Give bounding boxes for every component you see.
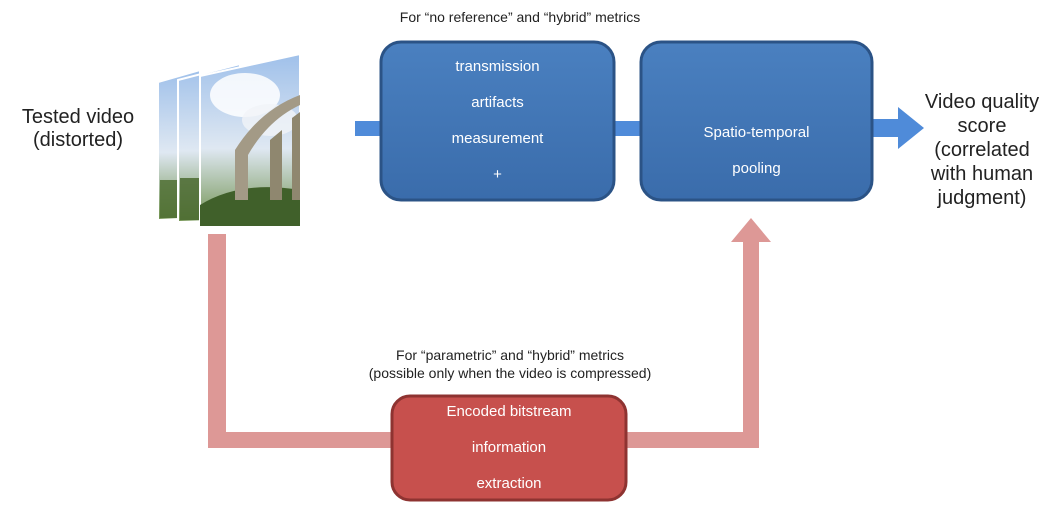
pooling-line-2: pooling (732, 160, 781, 177)
bitstream-note-line-1: For “parametric” and “hybrid” metrics (396, 347, 624, 363)
artifacts-measurement-box (379, 40, 616, 202)
bitstream-extraction-text: Encoded bitstream information extraction (394, 398, 624, 498)
arrow-input-to-process (355, 121, 384, 136)
output-line-2: score (957, 115, 1007, 137)
process-line-4: measurement (451, 130, 544, 147)
artifacts-measurement-text: Encoding and transmission artifacts meas… (383, 22, 612, 219)
bitstream-line-1: Encoded bitstream (446, 403, 572, 420)
process-line-6: Features extraction (433, 202, 562, 219)
bitstream-extraction-box (390, 394, 628, 502)
bitstream-line-2: information (471, 439, 547, 456)
pooling-line-1: Spatio-temporal (703, 124, 810, 141)
process-line-5: + (493, 166, 502, 183)
process-line-3: artifacts (471, 94, 524, 111)
tested-video-frames (157, 52, 301, 227)
bitstream-line-3: extraction (476, 475, 542, 492)
output-line-5: judgment) (937, 187, 1027, 209)
bitstream-note: For “parametric” and “hybrid” metrics (p… (290, 347, 730, 382)
process-line-1: Encoding and (451, 22, 544, 39)
output-line-3: (correlated (934, 139, 1030, 161)
video-frame-front (199, 52, 301, 227)
output-line-1: Video quality (924, 91, 1040, 113)
pooling-box (639, 40, 874, 202)
process-line-2: transmission (455, 58, 540, 75)
arrow-pooling-to-score (870, 107, 924, 149)
arrow-process-to-pooling (612, 121, 645, 136)
output-line-4: with human (930, 163, 1034, 185)
pooling-text: Spatio-temporal pooling (643, 44, 870, 198)
arrow-bitstream-path (208, 218, 771, 448)
bitstream-note-line-2: (possible only when the video is compres… (368, 364, 652, 381)
output-label: Video quality score (correlated with hum… (914, 90, 1050, 210)
input-label: Tested video (distorted) (21, 106, 135, 151)
header-note: For “no reference” and “hybrid” metrics (399, 9, 641, 25)
